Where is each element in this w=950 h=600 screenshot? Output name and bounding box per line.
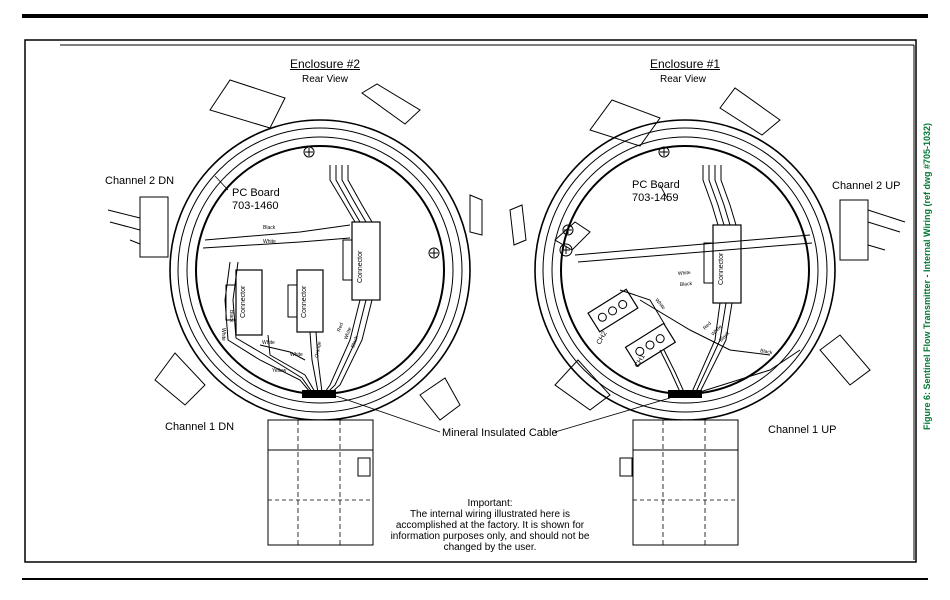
wire-label: White: [263, 239, 276, 245]
wire-label: White: [262, 340, 275, 346]
wire-label: Orange: [314, 341, 323, 359]
cable-leader-right: [554, 397, 671, 433]
enclosure-2-view-label: Rear View: [302, 74, 348, 85]
note-text: The internal wiring illustrated here is …: [390, 509, 590, 553]
channel-2-up-label: Channel 2 UP: [832, 180, 901, 192]
enclosure-1-title: Enclosure #1: [650, 57, 721, 71]
important-note: Important: The internal wiring illustrat…: [380, 498, 600, 553]
wire-label: Black: [228, 310, 234, 323]
note-heading: Important:: [467, 498, 513, 509]
cable-leader-left: [335, 395, 441, 433]
wire-label: Black: [760, 348, 774, 356]
figure-caption: Figure 6: Sentinel Flow Transmitter - In…: [922, 123, 932, 430]
connector-label: Connector: [357, 250, 364, 283]
wire-label: Yellow: [272, 368, 287, 374]
enclosure-1-drawing: [509, 87, 906, 546]
channel-1-dn-label: Channel 1 DN: [165, 421, 235, 433]
wire-label: Red: [336, 322, 345, 333]
pc-board-label: PC Board: [232, 187, 280, 199]
pc-board-label: PC Board: [632, 179, 680, 191]
wire-label: Black: [350, 335, 360, 349]
channel-2-dn-label: Channel 2 DN: [105, 175, 175, 187]
mineral-insulated-cable-label: Mineral Insulated Cable: [442, 427, 558, 439]
bottom-rule: [22, 578, 928, 580]
channel-1-up-label: Channel 1 UP: [768, 424, 837, 436]
wire-label: Black: [680, 281, 693, 288]
pc-board-number: 703-1460: [232, 200, 279, 212]
connector-label: Connector: [240, 285, 247, 318]
wire-label: Black: [263, 225, 276, 231]
wire-label: White: [678, 270, 691, 277]
wire-label: White: [343, 326, 353, 340]
connector-label: Connector: [718, 252, 725, 285]
terminal-label-ch2: CH2: [596, 330, 609, 346]
enclosure-2-drawing: [107, 79, 483, 546]
drawing-frame: [24, 39, 917, 563]
wire-label: White: [220, 328, 226, 341]
wire-label: Red: [702, 321, 713, 332]
pc-board-number: 703-1459: [632, 192, 679, 204]
enclosure-1-view-label: Rear View: [660, 74, 706, 85]
top-rule: [22, 14, 928, 18]
connector-label: Connector: [301, 285, 308, 318]
enclosure-2-title: Enclosure #2: [290, 57, 361, 71]
wire-label: White: [290, 352, 303, 358]
